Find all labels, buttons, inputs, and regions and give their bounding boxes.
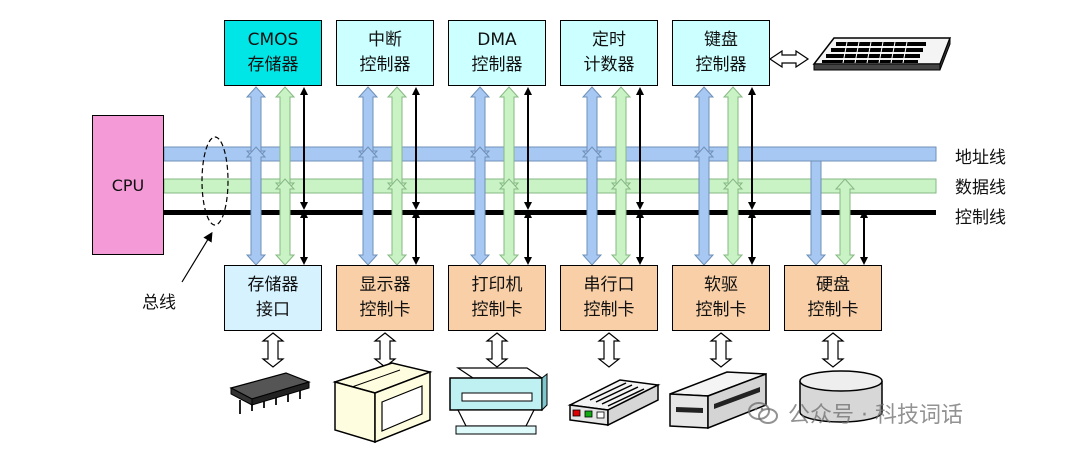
watermark-text: 公众号 · 科技词话: [788, 403, 963, 428]
control-bus: [164, 210, 936, 215]
timer-box: 定时 计数器: [560, 20, 658, 86]
serial-port-icon: [567, 379, 661, 427]
keyboard-control-connector-head-up: [748, 87, 756, 95]
harddisk-label: 硬盘 控制卡: [807, 275, 859, 320]
dma-label: DMA 控制器: [471, 30, 523, 75]
control-bus-label: 控制线: [955, 208, 1006, 228]
printer-device-arrow: [485, 332, 509, 368]
address-bus: [163, 146, 937, 162]
dma-control-connector-head-down: [524, 202, 532, 210]
monitor-icon: [332, 362, 433, 444]
keyboard-icon: [812, 37, 952, 71]
interrupt-control-connector-head-up: [412, 87, 420, 95]
serial-control-connector-head-up: [636, 210, 644, 218]
timer-data-connector: [610, 86, 632, 194]
memory-box: 存储器 接口: [224, 265, 322, 331]
hard-disk-icon: [799, 370, 883, 423]
printer-box: 打印机 控制卡: [448, 265, 546, 331]
serial-label: 串行口 控制卡: [583, 275, 635, 320]
display-control-connector-head-down: [412, 257, 420, 265]
bus-group-pointer: [181, 231, 213, 283]
floppy-control-connector-head-up: [748, 210, 756, 218]
cmos-data-connector: [274, 86, 296, 194]
keyboard-control-connector-head-down: [748, 202, 756, 210]
cmos-label: CMOS 存储器: [247, 30, 299, 75]
timer-control-connector-head-up: [636, 87, 644, 95]
dma-data-connector: [498, 86, 520, 194]
cmos-box: CMOS 存储器: [224, 20, 322, 86]
harddisk-control-connector-head-up: [860, 210, 868, 218]
harddisk-box: 硬盘 控制卡: [784, 265, 882, 331]
device-arrows: [261, 332, 845, 368]
serial-device-arrow: [597, 332, 621, 368]
serial-box: 串行口 控制卡: [560, 265, 658, 331]
keyboard-box: 键盘 控制器: [672, 20, 770, 86]
floppy-box: 软驱 控制卡: [672, 265, 770, 331]
wechat-icon: [748, 402, 778, 424]
interrupt-data-connector: [386, 86, 408, 194]
cmos-control-connector-head-down: [300, 202, 308, 210]
harddisk-address-connector: [805, 160, 827, 266]
floppy-address-connector: [693, 146, 715, 266]
memory-address-connector: [245, 146, 267, 266]
interrupt-label: 中断 控制器: [359, 30, 411, 75]
keyboard-data-connector: [722, 86, 744, 194]
memory-control-connector-head-up: [300, 210, 308, 218]
display-address-connector: [357, 146, 379, 266]
floppy-control-connector-head-down: [748, 257, 756, 265]
printer-address-connector: [469, 146, 491, 266]
serial-address-connector: [581, 146, 603, 266]
timer-control-connector-head-down: [636, 202, 644, 210]
cmos-control-connector-head-up: [300, 87, 308, 95]
display-label: 显示器 控制卡: [359, 275, 411, 320]
harddisk-device-arrow: [821, 332, 845, 368]
floppy-label: 软驱 控制卡: [695, 275, 747, 320]
address-bus-label: 地址线: [955, 148, 1006, 168]
cpu-label: CPU: [111, 175, 145, 195]
dma-box: DMA 控制器: [448, 20, 546, 86]
keyboard-link-arrow: [768, 49, 810, 69]
printer-icon: [449, 367, 548, 435]
dma-control-connector-head-up: [524, 87, 532, 95]
printer-control-connector-head-down: [524, 257, 532, 265]
floppy-device-arrow: [709, 332, 733, 368]
harddisk-control-connector-head-down: [860, 257, 868, 265]
bus-connectors: [245, 86, 868, 266]
keyboard-label: 键盘 控制器: [695, 30, 747, 75]
display-control-connector-head-up: [412, 210, 420, 218]
display-box: 显示器 控制卡: [336, 265, 434, 331]
interrupt-box: 中断 控制器: [336, 20, 434, 86]
serial-control-connector-head-down: [636, 257, 644, 265]
interrupt-control-connector-head-down: [412, 202, 420, 210]
timer-label: 定时 计数器: [583, 30, 635, 75]
data-bus-label: 数据线: [955, 178, 1006, 198]
memory-label: 存储器 接口: [247, 275, 299, 320]
display-device-arrow: [373, 332, 397, 368]
printer-control-connector-head-up: [524, 210, 532, 218]
memory-control-connector-head-down: [300, 257, 308, 265]
printer-label: 打印机 控制卡: [471, 275, 523, 320]
bus-group-ellipse: [201, 136, 229, 226]
bus-group-label: 总线: [142, 293, 176, 313]
watermark: 公众号 · 科技词话: [748, 397, 963, 429]
memory-chip-icon: [229, 372, 311, 414]
floppy-drive-icon: [669, 371, 767, 430]
cpu-box: CPU: [92, 115, 164, 255]
memory-device-arrow: [261, 332, 285, 368]
